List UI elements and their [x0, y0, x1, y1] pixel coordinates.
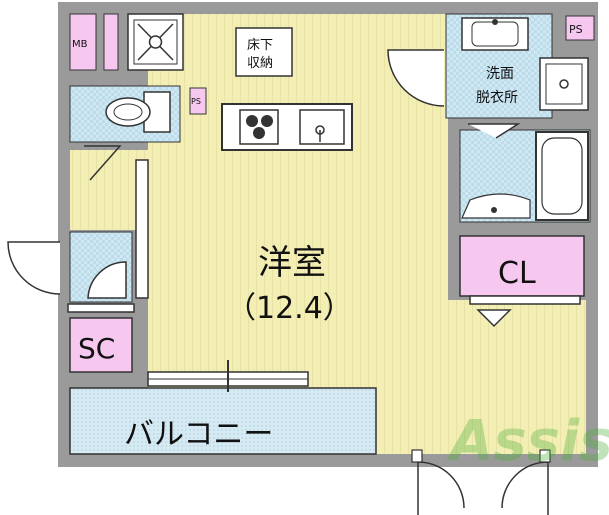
- underfloor-label-2: 収納: [247, 56, 273, 71]
- closet-rail: [469, 295, 581, 305]
- balcony-label: バルコニー: [124, 417, 273, 452]
- interior-door-strip: [135, 159, 149, 299]
- shower-area: [461, 193, 531, 219]
- toilet-door: [84, 145, 122, 181]
- shoe-closet-label: SC: [78, 332, 115, 365]
- ps-mid-label: PS: [191, 97, 201, 106]
- shoe-closet: [69, 317, 133, 373]
- washing-machine-drain: [559, 79, 569, 89]
- bottom-door-frame-b: [539, 449, 551, 463]
- ps-mid-box: [189, 87, 207, 115]
- mb-strip: [103, 13, 119, 71]
- bottom-door-left: [417, 461, 465, 515]
- underfloor-storage: [235, 27, 293, 77]
- toilet-bowl-inner: [113, 103, 143, 121]
- burner-1: [246, 115, 258, 127]
- watermark-text: Assist: [446, 409, 609, 474]
- balcony: [69, 387, 377, 455]
- closet-cl: [459, 235, 585, 297]
- washbasin-tap: [492, 19, 498, 25]
- closet-label: CL: [498, 256, 536, 291]
- main-room-size: （12.4）: [226, 291, 353, 326]
- main-room-label: 洋室: [258, 243, 326, 283]
- washroom-label-2: 脱衣所: [476, 90, 518, 106]
- mb-label: MB: [72, 39, 88, 50]
- washbasin-bowl: [471, 21, 519, 47]
- mb-closet: [69, 13, 97, 71]
- washroom-label-1: 洗面: [486, 66, 514, 82]
- bottom-door-frame-a: [411, 449, 423, 463]
- shoe-closet-door: [67, 303, 135, 313]
- washroom-door: [387, 49, 445, 107]
- closet-door-arrow: [476, 309, 512, 328]
- entrance-inner-door: [87, 261, 127, 299]
- burner-3: [253, 127, 265, 139]
- underfloor-label-1: 床下: [247, 38, 273, 53]
- fan-center: [148, 35, 163, 49]
- ps-top-label: PS: [569, 23, 583, 36]
- entrance-door: [7, 241, 61, 295]
- ps-top-box: [565, 15, 595, 41]
- bathroom-door: [468, 123, 521, 139]
- bottom-door-right: [501, 461, 549, 515]
- burner-2: [261, 115, 273, 127]
- bathtub-inner: [541, 137, 583, 215]
- shower-drain: [491, 207, 497, 213]
